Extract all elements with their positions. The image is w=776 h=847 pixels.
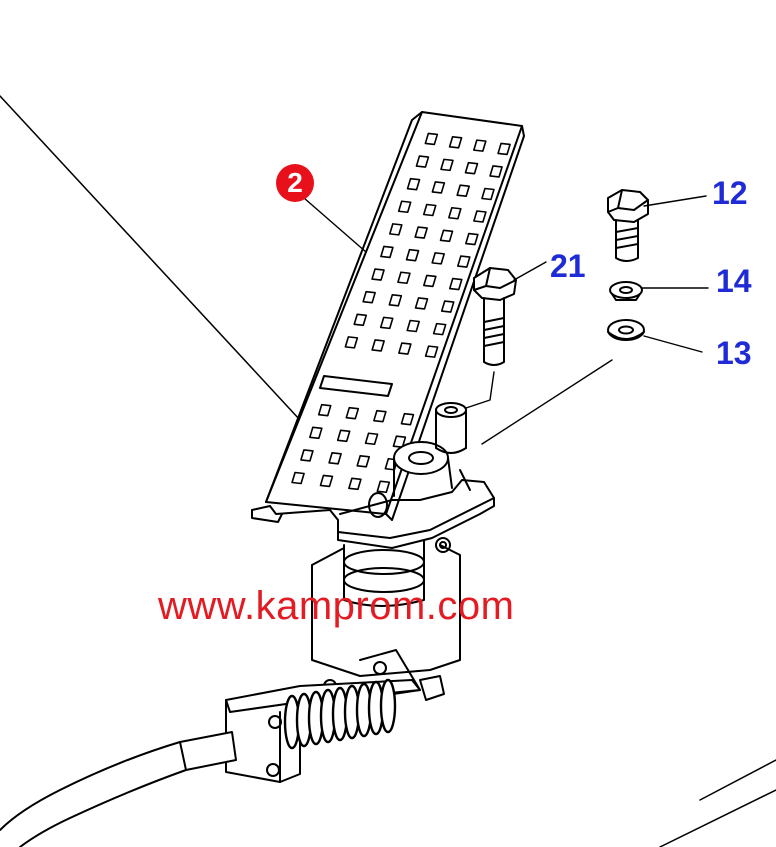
pedal-hole	[405, 248, 420, 262]
pedal-hole	[414, 226, 428, 239]
pedal-hole	[431, 181, 446, 194]
throttle-cable	[0, 731, 237, 847]
pedal-hole	[398, 342, 412, 355]
pedal-plate	[265, 111, 525, 521]
callout-number-13: 13	[716, 335, 752, 371]
pedal-hole	[415, 155, 430, 168]
pedal-hole	[457, 255, 471, 268]
pedal-hole	[497, 142, 511, 156]
main-part-number: 2	[287, 167, 303, 198]
pedal-hole	[328, 452, 342, 465]
pedal-hole	[448, 277, 463, 291]
pedal-hole	[448, 206, 462, 220]
pedal-hole	[424, 345, 439, 358]
pedal-hole	[336, 429, 351, 443]
pedal-hole	[464, 161, 479, 175]
pedal-holes	[291, 132, 511, 494]
pedal-base	[251, 402, 495, 549]
callout-number-21: 21	[550, 248, 586, 284]
pedal-hole	[373, 409, 387, 423]
pedal-hole	[422, 203, 437, 217]
pedal-hole	[388, 294, 403, 307]
pedal-hole	[432, 322, 447, 336]
pedal-hole	[424, 132, 439, 146]
pedal-hole	[356, 454, 371, 468]
pedal-hole	[309, 426, 323, 440]
washer-14	[609, 281, 643, 301]
pedal-hole	[481, 187, 495, 201]
bolt-21	[473, 267, 517, 366]
pedal-hole	[345, 406, 360, 420]
pedal-hole	[423, 274, 437, 288]
pedal-hole	[371, 339, 385, 352]
pedal-hole	[456, 184, 470, 198]
pedal-hole	[353, 313, 368, 327]
pedal-hole	[319, 474, 334, 488]
washer-13	[607, 319, 645, 341]
pedal-hole	[300, 449, 314, 462]
pedal-hole	[371, 268, 385, 281]
pedal-hole	[406, 319, 420, 333]
pedal-hole	[448, 135, 463, 149]
pedal-hole	[362, 290, 376, 304]
pedal-hole	[465, 232, 479, 246]
pedal-hole	[473, 139, 487, 152]
pedal-hole	[473, 210, 487, 223]
pedal-hole	[364, 432, 379, 446]
pedal-hole	[344, 336, 359, 349]
pedal-hole	[431, 252, 445, 265]
pedal-hole	[439, 229, 454, 243]
pedal-hole	[397, 271, 411, 285]
pedal-hole	[489, 165, 503, 178]
spring	[283, 678, 397, 750]
pedal-hole	[348, 477, 362, 491]
pedal-hole	[414, 297, 429, 310]
pedal-hole	[388, 223, 403, 236]
pedal-hole	[440, 300, 455, 313]
bolt-12	[607, 189, 649, 262]
callout-number-14: 14	[716, 263, 752, 299]
spring-coil	[379, 678, 397, 734]
pedal-hole	[400, 412, 415, 426]
pedal-hole	[291, 471, 305, 485]
pedal-hole	[397, 200, 412, 214]
pedal-hole	[440, 158, 454, 172]
background-lines	[0, 95, 776, 847]
pedal-hole	[379, 316, 394, 330]
callout-number-12: 12	[712, 175, 748, 211]
pedal-hole	[376, 480, 391, 494]
watermark-url: www.kamprom.com	[158, 584, 515, 628]
pedal-hole	[406, 177, 421, 191]
pivot-pin	[368, 492, 388, 518]
pedal-hole	[317, 403, 332, 417]
pedal-hole	[380, 245, 394, 259]
main-part-badge: 2	[276, 164, 314, 202]
leader-lines	[303, 195, 709, 445]
